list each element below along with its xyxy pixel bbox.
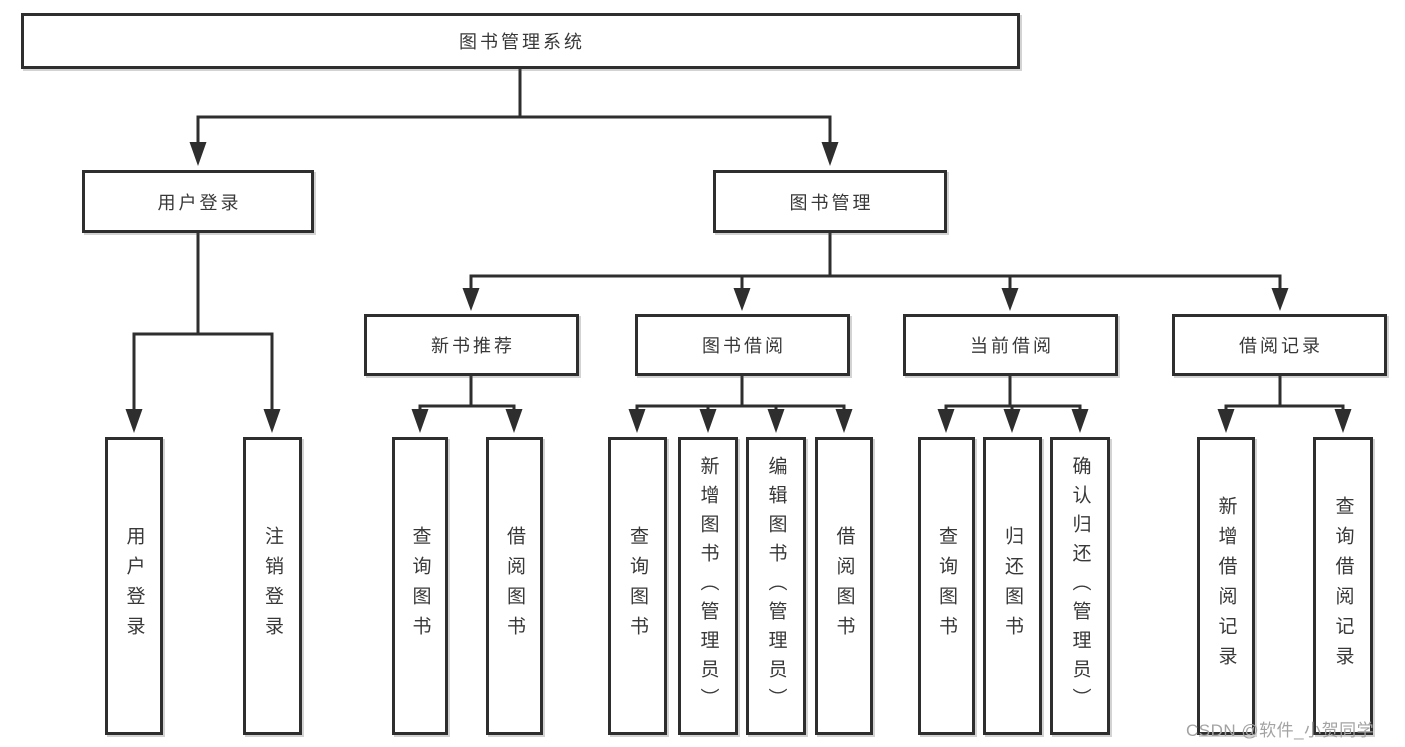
leaf-logout: 注销登录 xyxy=(243,437,302,735)
leaf-add-book-admin: 新增图书（管理员） xyxy=(678,437,738,735)
node-user-login-group: 用户登录 xyxy=(82,170,314,233)
connector-borrowrecord-branch xyxy=(1217,375,1352,433)
leaf-query-borrow-record: 查询借阅记录 xyxy=(1313,437,1373,735)
leaf-add-borrow-record: 新增借阅记录 xyxy=(1197,437,1255,735)
node-book-borrow: 图书借阅 xyxy=(635,314,850,376)
node-new-book-recommend: 新书推荐 xyxy=(364,314,579,376)
connector-userlogin-branch xyxy=(125,231,281,433)
leaf-user-login: 用户登录 xyxy=(105,437,163,735)
leaf-confirm-return-admin: 确认归还（管理员） xyxy=(1050,437,1110,735)
connector-currentborrow-branch xyxy=(937,375,1089,433)
node-borrow-record: 借阅记录 xyxy=(1172,314,1387,376)
leaf-borrow-book: 借阅图书 xyxy=(815,437,873,735)
leaf-edit-book-admin: 编辑图书（管理员） xyxy=(746,437,806,735)
connector-bookmgmt-to-level3 xyxy=(462,231,1289,311)
node-current-borrow: 当前借阅 xyxy=(903,314,1118,376)
connector-bookborrow-branch xyxy=(628,375,853,433)
leaf-query-book-borrow: 查询图书 xyxy=(608,437,667,735)
leaf-return-book: 归还图书 xyxy=(983,437,1042,735)
node-root-system: 图书管理系统 xyxy=(21,13,1020,69)
leaf-query-book-recommend: 查询图书 xyxy=(392,437,448,735)
leaf-borrow-book-recommend: 借阅图书 xyxy=(486,437,543,735)
connector-newbook-branch xyxy=(411,375,523,433)
leaf-query-book-current: 查询图书 xyxy=(918,437,975,735)
node-book-management: 图书管理 xyxy=(713,170,947,233)
csdn-watermark: CSDN @软件_小贺同学 xyxy=(1186,721,1375,740)
connector-root-to-level2 xyxy=(189,66,839,166)
